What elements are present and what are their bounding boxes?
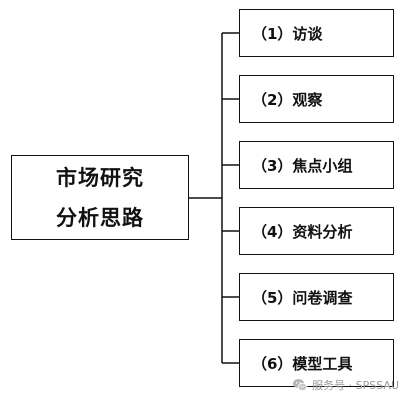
wechat-icon bbox=[293, 379, 308, 391]
branch-label: （5）问卷调查 bbox=[252, 288, 353, 307]
branch-node-observation: （2）观察 bbox=[239, 75, 394, 123]
branch-node-focus-group: （3）焦点小组 bbox=[239, 141, 394, 189]
root-title-line-1: 市场研究 bbox=[56, 165, 144, 190]
branch-label: （2）观察 bbox=[252, 90, 323, 109]
branch-label: （3）焦点小组 bbox=[252, 156, 353, 175]
branch-node-questionnaire: （5）问卷调查 bbox=[239, 273, 394, 321]
branch-label: （6）模型工具 bbox=[252, 354, 353, 373]
watermark: 服务号 · SPSSAU bbox=[292, 377, 399, 393]
branch-label: （1）访谈 bbox=[252, 24, 323, 43]
root-title-line-2: 分析思路 bbox=[56, 205, 144, 230]
branch-node-interview: （1）访谈 bbox=[239, 9, 394, 57]
branch-node-data-analysis: （4）资料分析 bbox=[239, 207, 394, 255]
branch-node-model-tools: （6）模型工具 bbox=[239, 339, 394, 387]
branch-label: （4）资料分析 bbox=[252, 222, 353, 241]
watermark-text: 服务号 · SPSSAU bbox=[312, 379, 399, 392]
root-node: 市场研究 分析思路 bbox=[11, 155, 189, 240]
